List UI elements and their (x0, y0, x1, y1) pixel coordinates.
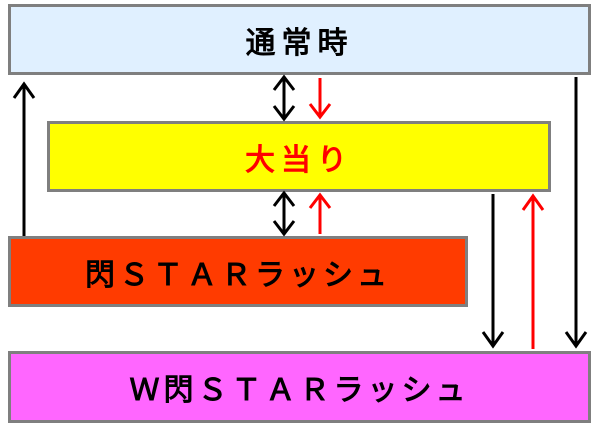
arrow-jackpot-to-w-rush (481, 194, 505, 349)
arrow-normal-to-jackpot-red (308, 78, 332, 120)
state-rush: 閃ＳＴＡＲラッシュ (8, 236, 468, 307)
arrow-w-rush-to-jackpot-red (521, 193, 545, 349)
state-w-rush: Ｗ閃ＳＴＡＲラッシュ (8, 351, 591, 423)
state-jackpot: 大当り (47, 121, 551, 192)
state-jackpot-label: 大当り (245, 142, 353, 178)
state-normal: 通常時 (8, 4, 591, 75)
arrow-normal-jackpot-bidirectional (272, 74, 296, 122)
state-rush-label: 閃ＳＴＡＲラッシュ (85, 257, 391, 293)
arrow-jackpot-rush-bidirectional (272, 190, 296, 237)
arrow-rush-to-jackpot-red (308, 192, 332, 234)
arrow-rush-to-normal (12, 81, 36, 236)
state-normal-label: 通常時 (245, 25, 354, 61)
arrow-normal-to-w-rush (564, 77, 588, 349)
state-w-rush-label: Ｗ閃ＳＴＡＲラッシュ (129, 373, 470, 408)
